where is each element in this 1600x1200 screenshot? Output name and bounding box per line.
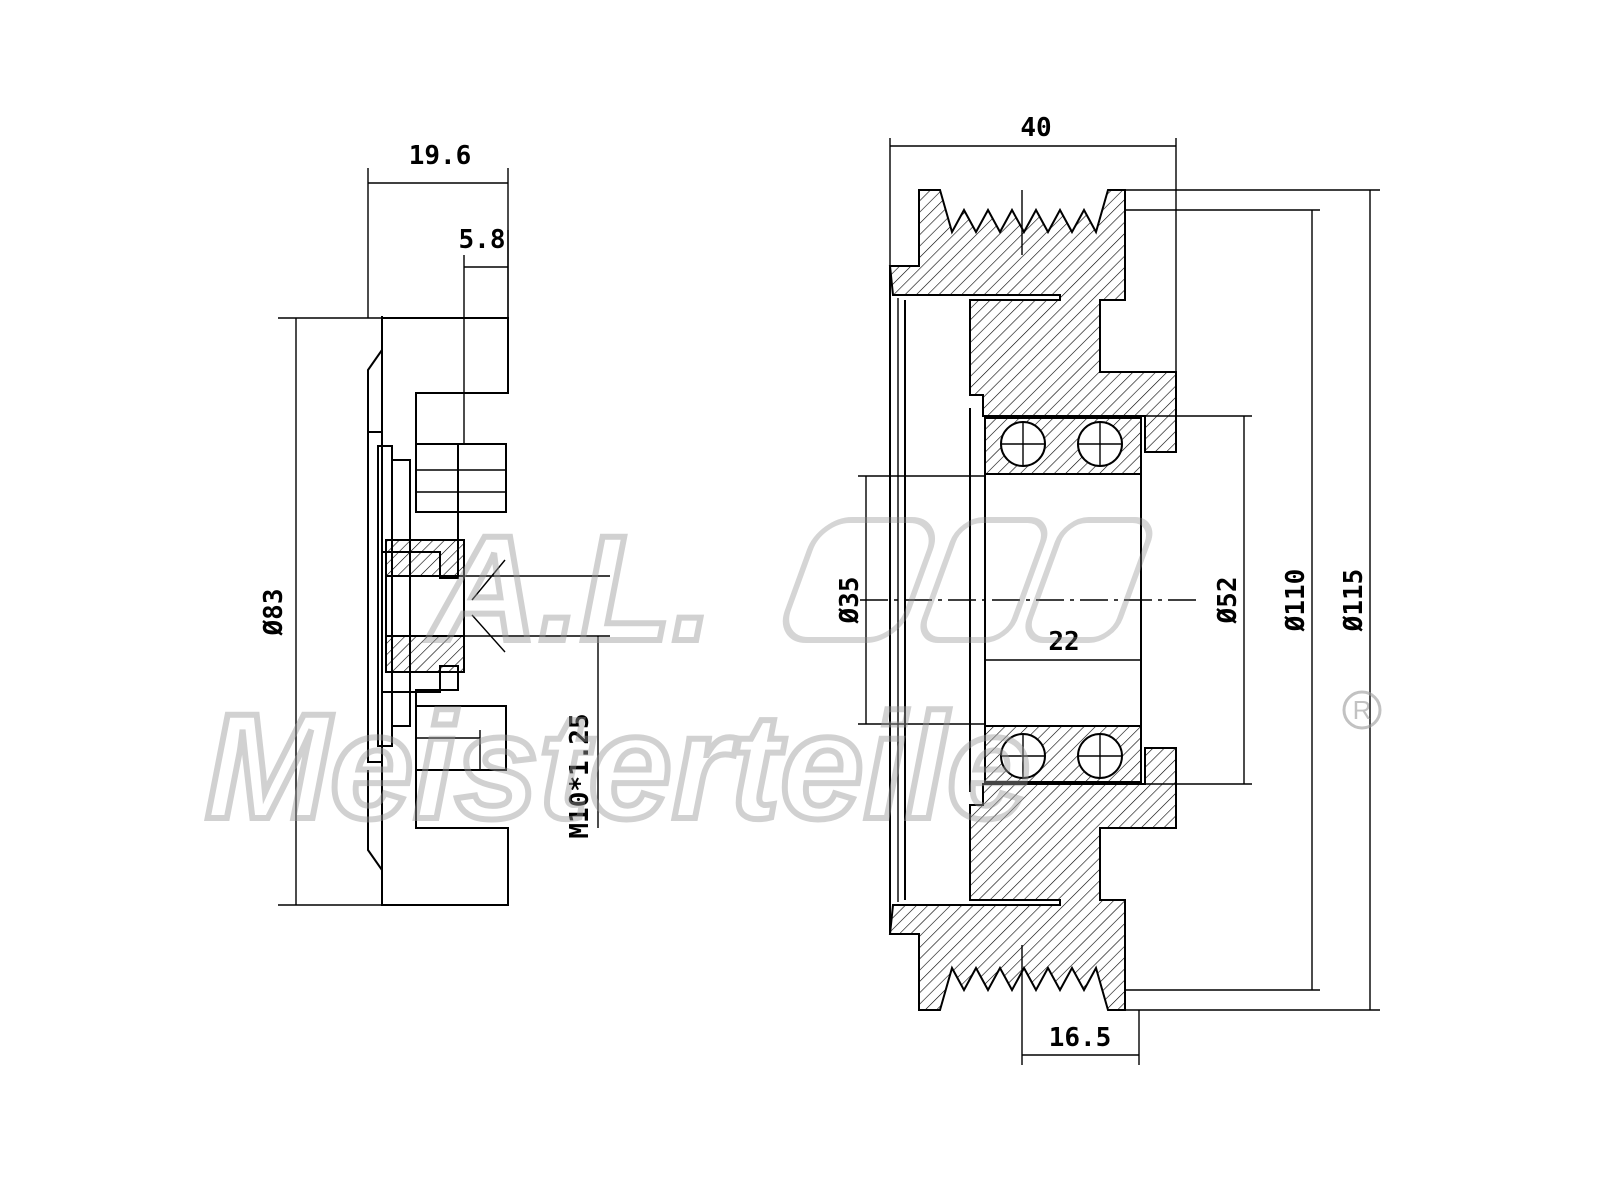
dim-right-pulley-outer: Ø115: [1339, 569, 1369, 633]
dim-right-bearing-outer: Ø52: [1213, 577, 1243, 625]
dim-left-thread: M10*1.25: [565, 713, 595, 838]
watermark-registered: R: [1353, 695, 1372, 725]
registered-mark-icon: [1342, 690, 1382, 730]
clutch-plate-view: [278, 168, 610, 906]
pulley-section-view: [858, 138, 1380, 1065]
brand-watermark: A.L. Meisterteile R: [202, 501, 1382, 853]
dim-left-diameter: Ø83: [259, 589, 289, 637]
dim-right-pulley-inner: Ø110: [1281, 569, 1311, 633]
dim-right-width-total: 40: [1020, 113, 1051, 143]
dim-right-bore-width: 22: [1048, 627, 1079, 657]
dim-right-groove-width: 16.5: [1049, 1023, 1112, 1053]
dimension-labels: 19.6 5.8 Ø83 M10*1.25 40 16.5 22 Ø35 Ø52…: [259, 113, 1369, 1053]
watermark-brand: Meisterteile: [205, 682, 1030, 850]
brand-logo-icon: [782, 517, 1153, 643]
dim-left-width-small: 5.8: [459, 225, 506, 255]
dim-left-width-total: 19.6: [409, 141, 472, 171]
dim-right-bore-diameter: Ø35: [835, 577, 865, 625]
watermark-mark: A.L.: [426, 504, 713, 672]
